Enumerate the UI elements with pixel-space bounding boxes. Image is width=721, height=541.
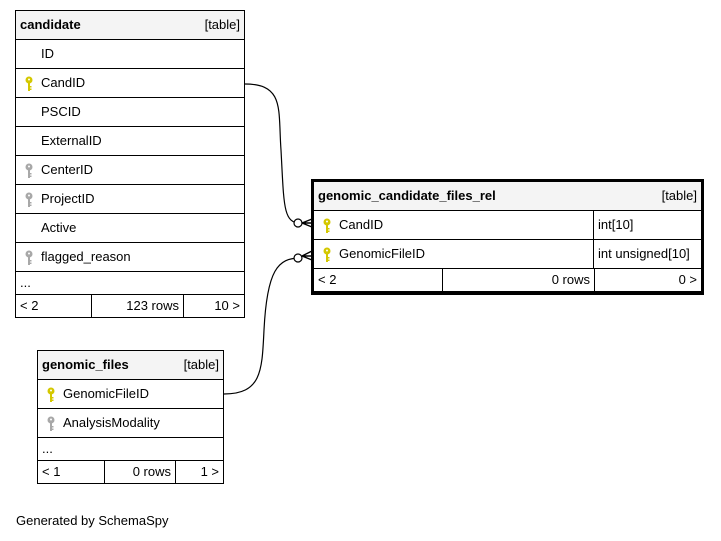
foreign-key-icon xyxy=(25,250,33,265)
edge-optional-marker-candid xyxy=(293,218,303,228)
children-count[interactable]: 0 > xyxy=(594,269,701,291)
table-header[interactable]: candidate [table] xyxy=(15,10,245,40)
table-footer: < 1 0 rows 1 > xyxy=(37,460,224,484)
table-candidate[interactable]: candidate [table] ID CandID PSCID Extern… xyxy=(15,10,245,318)
foreign-key-icon xyxy=(47,416,55,431)
edge-optional-marker-genomicfileid xyxy=(293,253,303,263)
column-row[interactable]: ID xyxy=(15,39,245,69)
column-name: ExternalID xyxy=(41,133,102,148)
row-count: 123 rows xyxy=(91,295,184,317)
ellipsis-text: ... xyxy=(37,437,224,461)
children-count[interactable]: 10 > xyxy=(183,295,244,317)
column-row[interactable]: flagged_reason xyxy=(15,242,245,272)
primary-key-icon xyxy=(25,76,33,91)
table-genomic-candidate-files-rel[interactable]: genomic_candidate_files_rel [table] Cand… xyxy=(313,181,702,292)
column-name: ProjectID xyxy=(41,191,95,206)
column-row[interactable]: AnalysisModality xyxy=(37,408,224,438)
ellipsis-text: ... xyxy=(15,271,245,295)
table-header[interactable]: genomic_candidate_files_rel [table] xyxy=(313,181,702,211)
column-name: Active xyxy=(41,220,77,235)
table-header[interactable]: genomic_files [table] xyxy=(37,350,224,380)
table-footer: < 2 0 rows 0 > xyxy=(313,268,702,292)
table-footer: < 2 123 rows 10 > xyxy=(15,294,245,318)
parents-count[interactable]: < 2 xyxy=(20,298,39,313)
column-name: AnalysisModality xyxy=(63,415,160,430)
edge-candidate-candid xyxy=(244,83,301,224)
column-name: GenomicFileID xyxy=(339,246,425,261)
row-count: 0 rows xyxy=(104,461,176,483)
table-name[interactable]: genomic_candidate_files_rel xyxy=(318,188,496,203)
primary-key-icon xyxy=(323,247,331,262)
column-row[interactable]: CenterID xyxy=(15,155,245,185)
table-type-label: [table] xyxy=(204,17,240,32)
table-type-label: [table] xyxy=(661,188,697,203)
foreign-key-icon xyxy=(25,192,33,207)
table-genomic-candidate-files-rel-frame xyxy=(311,179,704,295)
parents-count[interactable]: < 2 xyxy=(318,272,337,287)
column-name: PSCID xyxy=(41,104,81,119)
column-row[interactable]: Active xyxy=(15,213,245,243)
column-row[interactable]: CandID int[10] xyxy=(313,210,702,240)
table-name[interactable]: candidate xyxy=(20,17,81,32)
column-row[interactable]: PSCID xyxy=(15,97,245,127)
column-row[interactable]: ExternalID xyxy=(15,126,245,156)
row-count: 0 rows xyxy=(442,269,595,291)
foreign-key-icon xyxy=(25,163,33,178)
column-row[interactable]: ProjectID xyxy=(15,184,245,214)
column-name: flagged_reason xyxy=(41,249,131,264)
column-row[interactable]: GenomicFileID xyxy=(37,379,224,409)
table-genomic-files[interactable]: genomic_files [table] GenomicFileID Anal… xyxy=(37,350,224,484)
column-type: int unsigned[10] xyxy=(593,239,702,269)
column-name: CandID xyxy=(339,217,384,232)
primary-key-icon xyxy=(47,387,55,402)
column-type: int[10] xyxy=(593,210,702,240)
column-name: CandID xyxy=(41,75,86,90)
primary-key-icon xyxy=(323,218,331,233)
children-count[interactable]: 1 > xyxy=(175,461,223,483)
generated-by-text[interactable]: Generated by SchemaSpy xyxy=(16,513,169,528)
parents-count[interactable]: < 1 xyxy=(42,464,61,479)
more-columns-row: ... xyxy=(37,437,224,461)
table-name[interactable]: genomic_files xyxy=(42,357,129,372)
column-name: CenterID xyxy=(41,162,94,177)
column-row[interactable]: CandID xyxy=(15,68,245,98)
column-name: ID xyxy=(41,46,54,61)
table-type-label: [table] xyxy=(183,357,219,372)
column-name: GenomicFileID xyxy=(63,386,149,401)
column-row[interactable]: GenomicFileID int unsigned[10] xyxy=(313,239,702,269)
more-columns-row: ... xyxy=(15,271,245,295)
